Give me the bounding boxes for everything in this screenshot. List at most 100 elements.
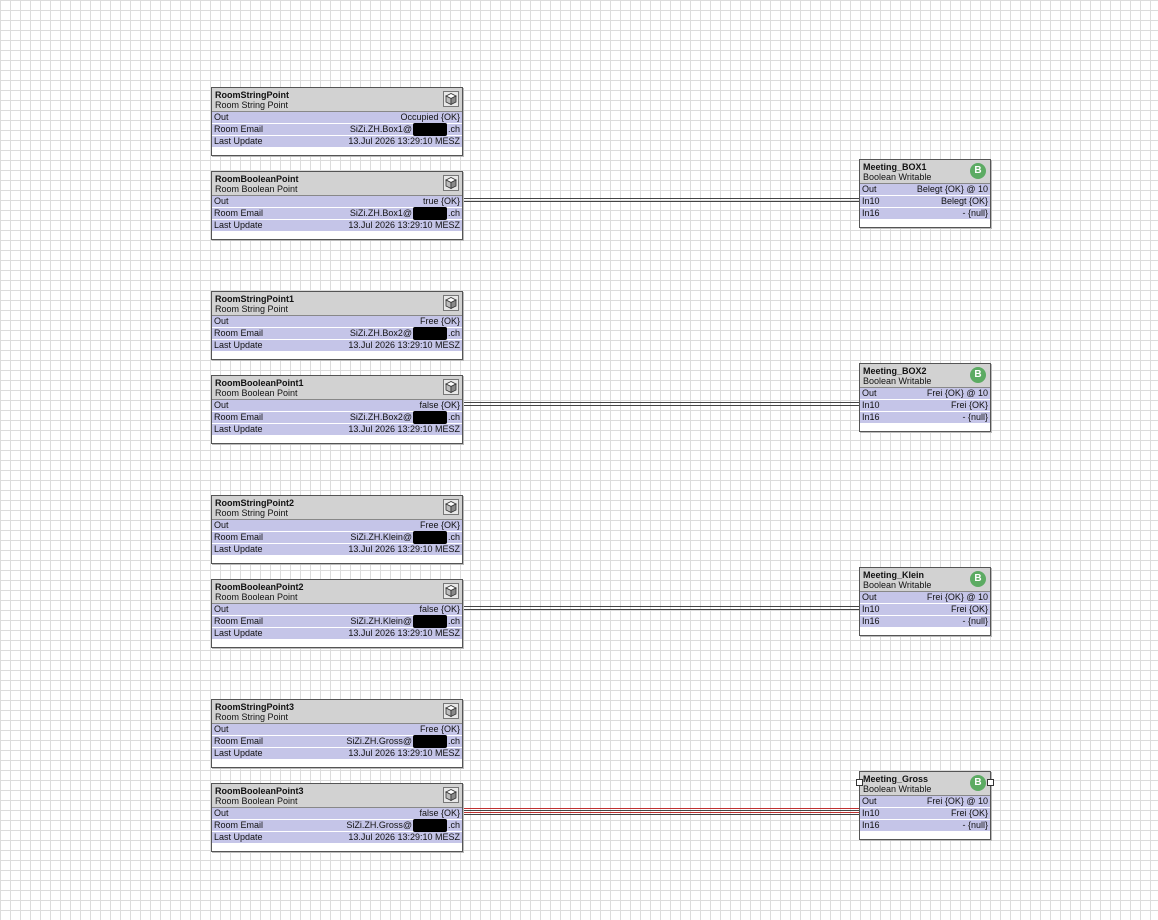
block-header[interactable]: Meeting_BOX2 Boolean Writable B [860,364,990,388]
slot-out[interactable]: Out Frei {OK} @ 10 [860,388,990,400]
component-cube-icon [443,295,459,311]
slot-last-update[interactable]: Last Update 13.Jul 2026 13:29:10 MESZ [212,136,462,148]
slot-value: SiZi.ZH.Box1@.ch [350,123,460,136]
slot-in16[interactable]: In16 - {null} [860,412,990,424]
room-point-block[interactable]: RoomBooleanPoint2 Room Boolean Point Out… [211,579,463,648]
slot-room-email[interactable]: Room Email SiZi.ZH.Gross@.ch [212,819,462,832]
block-footer [212,148,462,155]
slot-value: Frei {OK} @ 10 [926,388,988,398]
room-point-block[interactable]: RoomBooleanPoint1 Room Boolean Point Out… [211,375,463,444]
slot-in10[interactable]: In10 Frei {OK} [860,808,990,820]
slot-out[interactable]: Out false {OK} [212,808,462,820]
slot-label: Room Email [214,820,264,830]
slot-in10[interactable]: In10 Belegt {OK} [860,196,990,208]
slot-out[interactable]: Out Free {OK} [212,316,462,328]
slot-room-email[interactable]: Room Email SiZi.ZH.Gross@.ch [212,735,462,748]
slot-out[interactable]: Out false {OK} [212,604,462,616]
slot-value: SiZi.ZH.Gross@.ch [346,735,460,748]
slot-last-update[interactable]: Last Update 13.Jul 2026 13:29:10 MESZ [212,220,462,232]
room-point-block[interactable]: RoomStringPoint3 Room String Point Out F… [211,699,463,768]
slot-last-update[interactable]: Last Update 13.Jul 2026 13:29:10 MESZ [212,832,462,844]
slot-value: Frei {OK} [950,808,988,818]
slot-label: Room Email [214,328,264,338]
selection-handle[interactable] [856,779,863,786]
slot-in10[interactable]: In10 Frei {OK} [860,400,990,412]
slot-room-email[interactable]: Room Email SiZi.ZH.Box2@.ch [212,327,462,340]
slot-value: 13.Jul 2026 13:29:10 MESZ [348,544,460,554]
slot-out[interactable]: Out Occupied {OK} [212,112,462,124]
slot-in16[interactable]: In16 - {null} [860,208,990,220]
boolean-writable-block[interactable]: Meeting_Gross Boolean Writable B Out Fre… [856,771,994,840]
slot-out[interactable]: Out Frei {OK} @ 10 [860,592,990,604]
room-point-block[interactable]: RoomStringPoint1 Room String Point Out F… [211,291,463,360]
boolean-writable-block[interactable]: Meeting_Klein Boolean Writable B Out Fre… [859,567,991,636]
block-header[interactable]: RoomBooleanPoint Room Boolean Point [212,172,462,196]
link-box2[interactable] [461,402,859,406]
slot-label: Last Update [214,748,263,758]
slot-in16[interactable]: In16 - {null} [860,820,990,832]
slot-last-update[interactable]: Last Update 13.Jul 2026 13:29:10 MESZ [212,628,462,640]
room-point-block[interactable]: RoomBooleanPoint Room Boolean Point Out … [211,171,463,240]
slot-label: In10 [862,808,880,818]
redaction-mark [412,327,447,340]
slot-label: Out [862,592,877,602]
boolean-writable-block[interactable]: Meeting_BOX2 Boolean Writable B Out Frei… [859,363,991,432]
slot-room-email[interactable]: Room Email SiZi.ZH.Klein@.ch [212,615,462,628]
slot-last-update[interactable]: Last Update 13.Jul 2026 13:29:10 MESZ [212,748,462,760]
block-header[interactable]: Meeting_BOX1 Boolean Writable B [860,160,990,184]
slot-out[interactable]: Out Frei {OK} @ 10 [860,796,990,808]
block-header[interactable]: RoomStringPoint1 Room String Point [212,292,462,316]
block-header[interactable]: RoomBooleanPoint2 Room Boolean Point [212,580,462,604]
room-point-block[interactable]: RoomBooleanPoint3 Room Boolean Point Out… [211,783,463,852]
slot-out[interactable]: Out false {OK} [212,400,462,412]
slot-last-update[interactable]: Last Update 13.Jul 2026 13:29:10 MESZ [212,424,462,436]
slot-room-email[interactable]: Room Email SiZi.ZH.Box2@.ch [212,411,462,424]
block-header[interactable]: RoomStringPoint Room String Point [212,88,462,112]
slot-value: Frei {OK} @ 10 [926,592,988,602]
slot-value: 13.Jul 2026 13:29:10 MESZ [348,628,460,638]
block-name: Meeting_BOX2 [863,366,927,376]
slot-label: Out [862,184,877,194]
slot-label: Out [214,112,229,122]
room-point-block[interactable]: RoomStringPoint2 Room String Point Out F… [211,495,463,564]
block-footer [212,844,462,851]
slot-label: Room Email [214,736,264,746]
block-header[interactable]: RoomBooleanPoint3 Room Boolean Point [212,784,462,808]
link-gross-selected[interactable] [461,808,859,815]
redaction-mark [412,531,447,544]
block-header[interactable]: Meeting_Klein Boolean Writable B [860,568,990,592]
block-header[interactable]: RoomStringPoint2 Room String Point [212,496,462,520]
component-cube-icon [443,787,459,803]
slot-room-email[interactable]: Room Email SiZi.ZH.Klein@.ch [212,531,462,544]
block-name: RoomBooleanPoint1 [215,378,304,388]
component-cube-icon [443,175,459,191]
boolean-writable-block[interactable]: Meeting_BOX1 Boolean Writable B Out Bele… [859,159,991,228]
slot-out[interactable]: Out Free {OK} [212,520,462,532]
slot-last-update[interactable]: Last Update 13.Jul 2026 13:29:10 MESZ [212,340,462,352]
slot-out[interactable]: Out Free {OK} [212,724,462,736]
slot-label: Out [214,520,229,530]
selection-handle[interactable] [987,779,994,786]
slot-room-email[interactable]: Room Email SiZi.ZH.Box1@.ch [212,207,462,220]
block-header[interactable]: Meeting_Gross Boolean Writable B [860,772,990,796]
slot-value: 13.Jul 2026 13:29:10 MESZ [348,832,460,842]
redaction-mark [412,735,447,748]
block-name: Meeting_BOX1 [863,162,927,172]
component-cube-icon [443,499,459,515]
slot-out[interactable]: Out Belegt {OK} @ 10 [860,184,990,196]
slot-room-email[interactable]: Room Email SiZi.ZH.Box1@.ch [212,123,462,136]
room-point-block[interactable]: RoomStringPoint Room String Point Out Oc… [211,87,463,156]
slot-in10[interactable]: In10 Frei {OK} [860,604,990,616]
slot-label: Last Update [214,220,263,230]
slot-last-update[interactable]: Last Update 13.Jul 2026 13:29:10 MESZ [212,544,462,556]
link-klein[interactable] [461,606,859,610]
block-header[interactable]: RoomBooleanPoint1 Room Boolean Point [212,376,462,400]
redaction-mark [412,615,447,628]
slot-in16[interactable]: In16 - {null} [860,616,990,628]
slot-label: Last Update [214,424,263,434]
slot-out[interactable]: Out true {OK} [212,196,462,208]
slot-value: - {null} [962,412,988,422]
slot-label: In10 [862,604,880,614]
block-header[interactable]: RoomStringPoint3 Room String Point [212,700,462,724]
link-box1[interactable] [461,198,859,202]
